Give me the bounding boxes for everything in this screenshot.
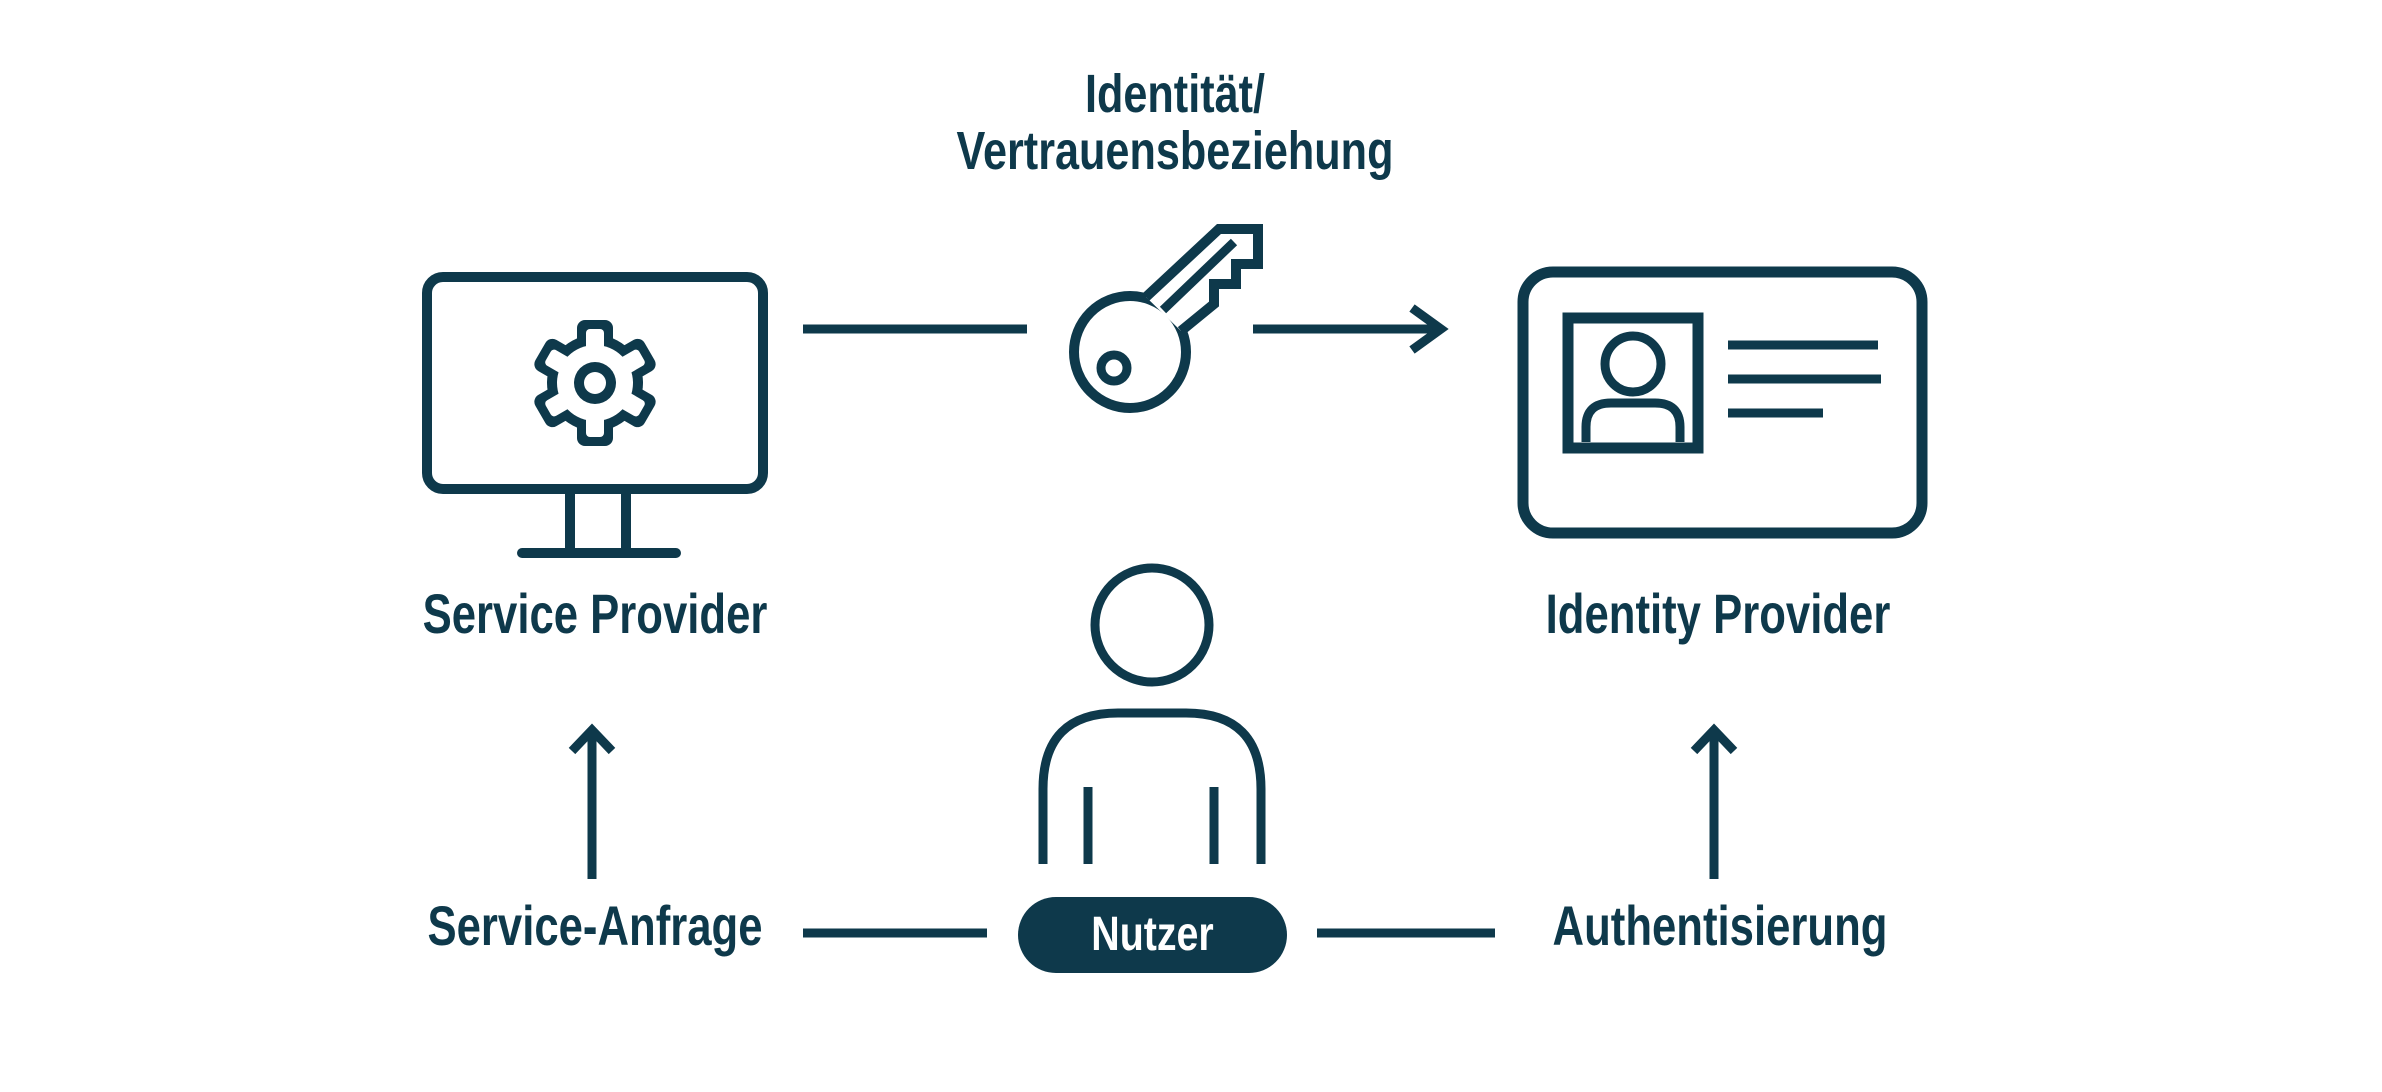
key-icon: [1069, 224, 1263, 413]
card-photo-head: [1600, 331, 1666, 397]
card-text-lines: [1728, 340, 1881, 418]
title-line-2: Vertrauensbeziehung: [956, 121, 1394, 181]
card-photo-frame: [1562, 312, 1704, 454]
service-request-label: Service-Anfrage: [427, 894, 763, 957]
monitor-stand: [565, 489, 631, 549]
authentication-label: Authentisierung: [1552, 894, 1888, 957]
authentication-arrow: [1690, 723, 1738, 879]
card-photo-shoulders: [1581, 398, 1685, 442]
nutzer-badge-label: Nutzer: [1091, 908, 1214, 961]
person-torso: [1038, 708, 1266, 864]
trust-arrow: [1253, 304, 1449, 354]
id-card-icon: [1517, 266, 1928, 539]
identity-provider-label: Identity Provider: [1545, 582, 1891, 645]
monitor-gear-icon: [422, 272, 768, 558]
monitor-screen: [422, 272, 768, 494]
person-icon: [1038, 563, 1266, 864]
key-hole: [1096, 350, 1132, 386]
service-provider-label: Service Provider: [422, 582, 768, 645]
diagram-title: Identität/ Vertrauensbeziehung: [775, 66, 1575, 180]
card-outline: [1517, 266, 1928, 539]
arrowhead-up-right: [1690, 723, 1738, 755]
gear-icon: [534, 320, 656, 446]
key-ridge: [1159, 238, 1238, 314]
service-request-arrow: [568, 723, 616, 879]
arrowhead-right: [1409, 304, 1449, 354]
person-head: [1090, 563, 1214, 687]
arrowhead-up-left: [568, 723, 616, 755]
title-line-1: Identität/: [1085, 64, 1265, 124]
person-arms: [1083, 787, 1219, 864]
nutzer-badge: Nutzer: [1018, 897, 1287, 973]
